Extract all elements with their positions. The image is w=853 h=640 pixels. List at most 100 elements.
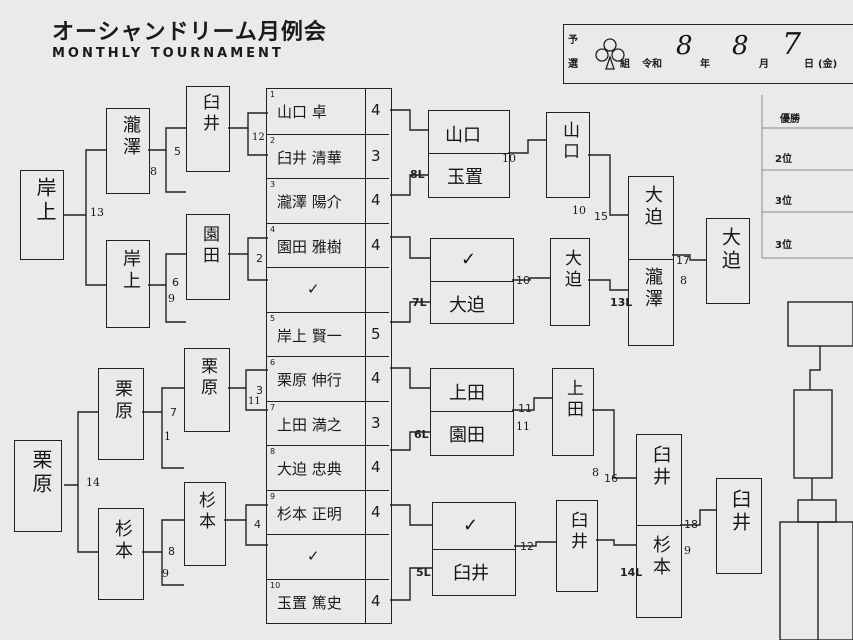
right-pair-7-divider (431, 281, 513, 282)
right-pair-8-divider (429, 153, 509, 154)
final-bottom-label: 14L (620, 566, 643, 579)
left-bottom-winner-box: 栗原 (14, 440, 62, 532)
right-pair-5-divider (433, 549, 515, 550)
right-pair-7-label: 7L (412, 296, 427, 309)
match-18-score: 9 (684, 544, 691, 557)
player-row-number: 2 (270, 135, 276, 145)
right-pair-8-box: 山口 玉置 (428, 110, 510, 198)
left-top-winner-name: 岸上 (33, 177, 57, 225)
match-16-number: 16 (604, 472, 618, 485)
left-top-winner-score: 13 (90, 206, 104, 219)
match-8-number: 8 (168, 545, 175, 558)
rank-second-label: 2位 (775, 154, 792, 165)
left-bottom-winner-name: 栗原 (29, 449, 53, 497)
page-title: オーシャンドリーム月例会 (52, 20, 327, 45)
right-pair-7-number: 10 (516, 274, 530, 287)
right-pair-6-number: 11 (518, 402, 532, 415)
player-row-number: 10 (270, 580, 281, 590)
player-row-name: 山口 卓 (277, 103, 327, 122)
player-row-name: 栗原 伸行 (277, 371, 342, 390)
r1-a-score: 12 (252, 132, 265, 143)
year-value: 8 (676, 31, 693, 61)
right-pair-8-top: 山口 (445, 125, 481, 146)
player-row-score: 4 (371, 191, 381, 210)
match-17-score: 8 (680, 274, 687, 287)
rank-third-label-b: 3位 (775, 240, 792, 251)
semi-a-box: 山口 (546, 112, 590, 198)
semi-a-name: 山口 (559, 121, 579, 163)
match-6-number: 6 (172, 276, 179, 289)
player-row-name: 杉本 正明 (277, 504, 342, 523)
right-pair-5-label: 5L (416, 566, 431, 579)
r1-d-box: 杉本 (184, 482, 226, 566)
final-bottom-a-name: 臼井 (650, 445, 671, 489)
player-row-number: 6 (270, 358, 276, 367)
match-18-number: 18 (684, 518, 698, 531)
match-3-number: 3 (256, 384, 263, 397)
r2-top-b-box: 岸上 (106, 240, 150, 328)
player-row-name: 大迫 忠典 (277, 460, 342, 479)
r2-bottom-b-box: 杉本 (98, 508, 144, 600)
semi-b-box: 大迫 (550, 238, 590, 326)
match-5-number: 5 (174, 145, 181, 158)
r2-bottom-a-box: 栗原 (98, 368, 144, 460)
month-value: 8 (732, 31, 749, 61)
player-row-score: 4 (371, 591, 381, 610)
r1-c-score: 11 (248, 396, 261, 407)
semi-c-name: 上田 (563, 379, 583, 421)
champion-bottom-name: 臼井 (729, 489, 751, 535)
r1-c-box: 栗原 (184, 348, 230, 432)
champion-top-name: 大迫 (719, 227, 741, 273)
player-row-number: 5 (270, 313, 276, 323)
final-top-a-name: 大迫 (642, 185, 663, 229)
match-2-number: 2 (256, 252, 263, 265)
match-17-number: 17 (676, 254, 690, 267)
semi-cd-score: 8 (592, 466, 599, 479)
final-bottom-divider (637, 525, 681, 526)
right-pair-5-box: ✓ 臼井 (432, 502, 516, 596)
r1-c-name: 栗原 (197, 357, 217, 399)
player-row-number: 4 (270, 224, 276, 234)
player-row-number: 1 (270, 90, 276, 99)
player-row-score: 4 (371, 458, 381, 477)
weekday-label: (金) (818, 59, 838, 70)
right-pair-5-number: 12 (520, 540, 534, 553)
champion-top-box: 大迫 (706, 218, 750, 304)
player-row-number: 3 (270, 180, 276, 189)
player-row-number: 8 (270, 447, 276, 456)
r2-bottom-b-score: 9 (162, 567, 169, 580)
right-pair-7-top: ✓ (461, 249, 477, 270)
month-label: 月 (759, 59, 769, 70)
player-row-name: 園田 雅樹 (277, 237, 342, 256)
r1-d-name: 杉本 (195, 491, 215, 533)
semi-c-box: 上田 (552, 368, 594, 456)
r2-bottom-a-score: 1 (164, 430, 171, 443)
player-row-name: ✓ (307, 547, 320, 566)
player-row-number: 9 (270, 491, 276, 501)
champion-bottom-box: 臼井 (716, 478, 762, 574)
r1-b-box: 園田 (186, 214, 230, 300)
day-label: 日 (804, 59, 814, 70)
rank-first-label: 優勝 (780, 114, 800, 125)
right-pair-6-top: 上田 (449, 383, 485, 404)
r2-top-a-score: 8 (150, 165, 157, 178)
reiwa-label: 令和 (642, 59, 662, 70)
match-15-number: 15 (594, 210, 608, 223)
player-row: ✓ (267, 534, 389, 580)
player-row-score: 4 (371, 235, 381, 254)
match-7-number: 7 (170, 406, 177, 419)
final-top-divider (629, 259, 673, 260)
player-row-name: 臼井 清華 (277, 148, 342, 167)
player-row-score: 4 (371, 101, 381, 120)
r2-top-b-score: 9 (168, 292, 175, 305)
right-pair-6-score: 11 (516, 420, 530, 433)
r1-b-name: 園田 (199, 225, 219, 267)
r2-top-b-name: 岸上 (120, 249, 141, 293)
